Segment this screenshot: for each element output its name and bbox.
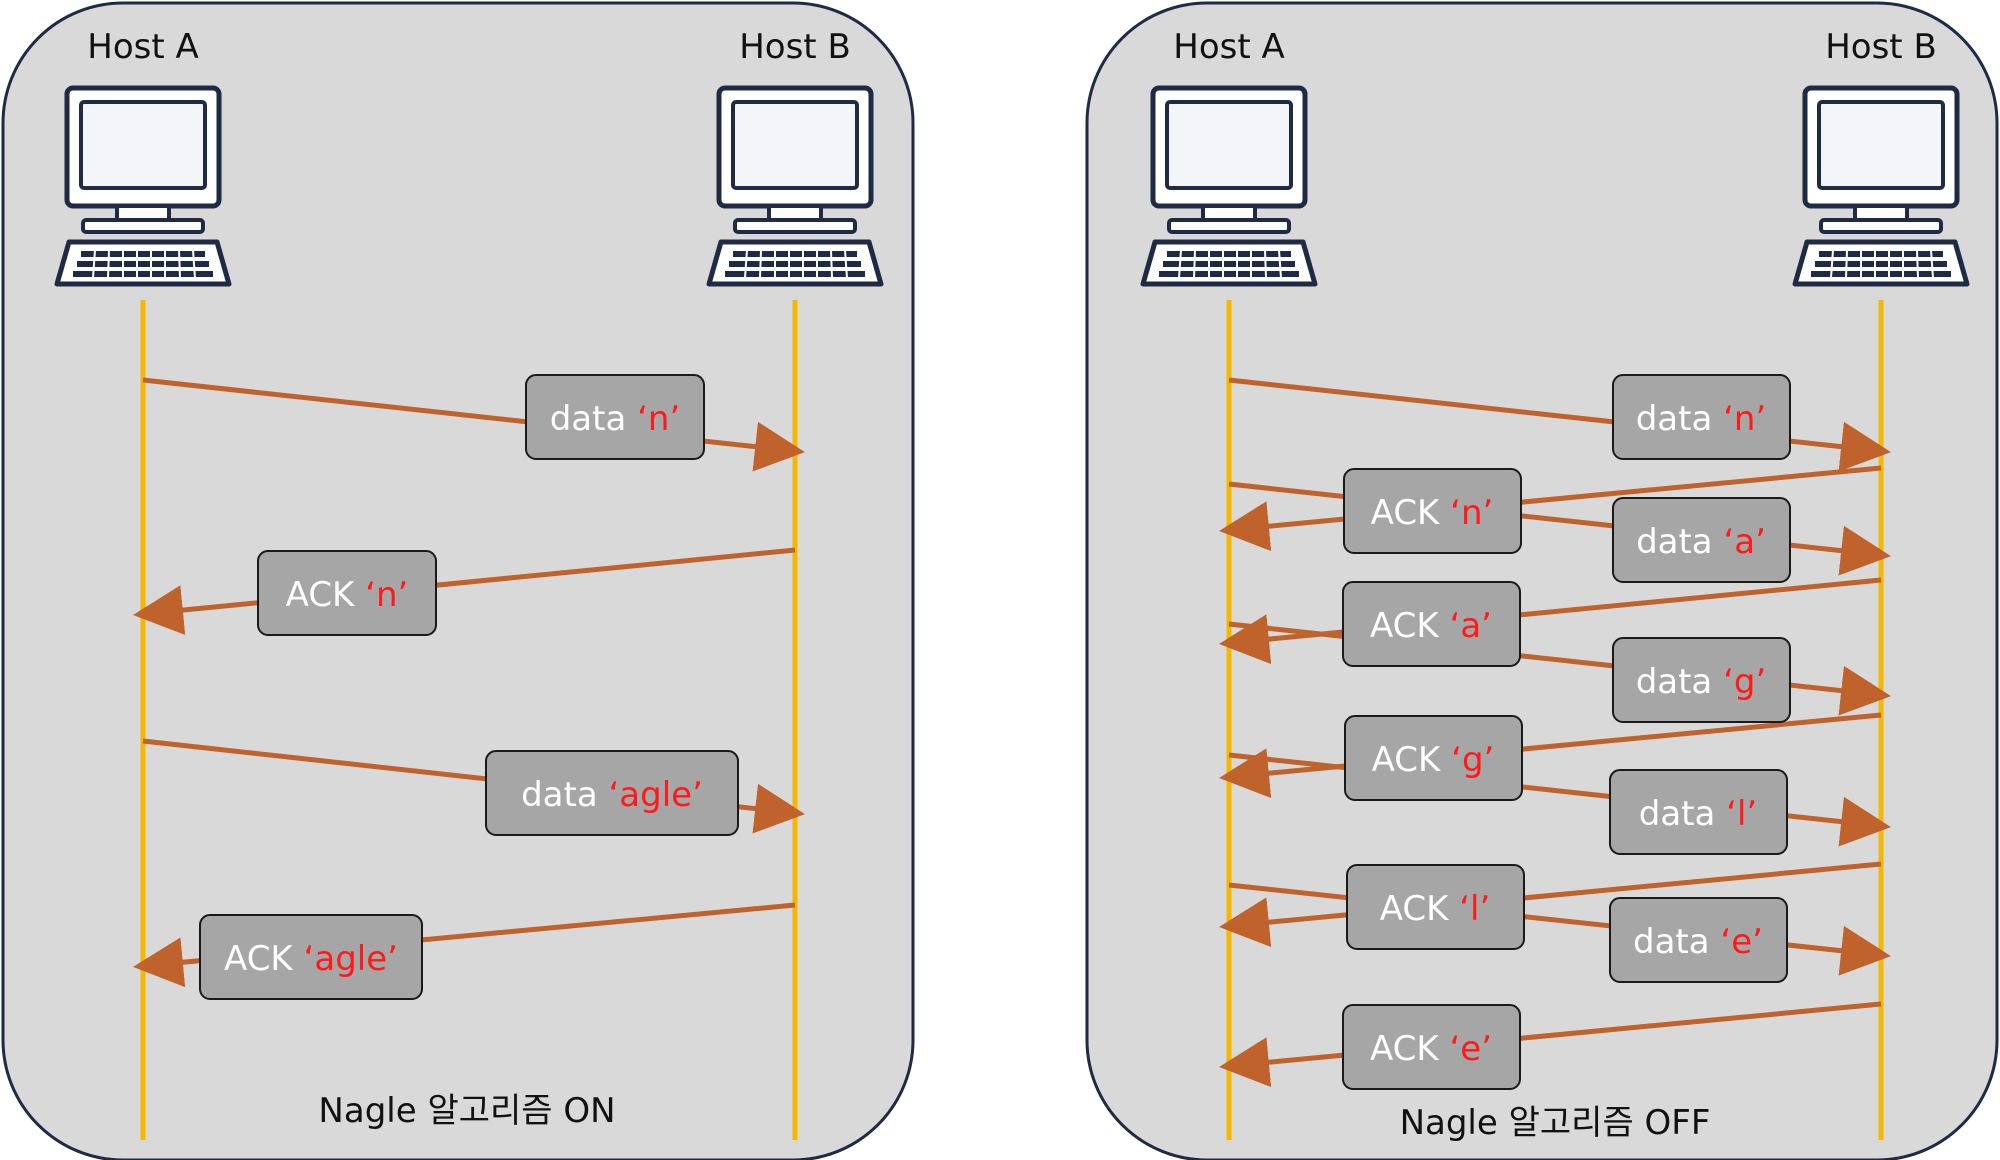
svg-text:data ‘l’: data ‘l’ — [1639, 794, 1757, 834]
message-payload: ‘n’ — [365, 575, 408, 615]
host-b-label: Host B — [1825, 27, 1937, 67]
message-payload: ‘n’ — [1450, 493, 1493, 533]
message-kind: data — [550, 399, 627, 439]
message-kind: ACK — [1370, 606, 1440, 646]
message-payload: ‘g’ — [1451, 740, 1494, 780]
message-kind: data — [1639, 794, 1716, 834]
message-box-ack-a: ACK ‘a’ — [1342, 581, 1521, 667]
message-box-data-e: data ‘e’ — [1609, 897, 1788, 983]
message-payload: ‘e’ — [1720, 922, 1763, 962]
message-kind: data — [1636, 522, 1713, 562]
message-box-data-n: data ‘n’ — [1612, 374, 1791, 460]
message-kind: ACK — [286, 575, 356, 615]
svg-text:data ‘g’: data ‘g’ — [1636, 662, 1767, 702]
message-payload: ‘g’ — [1723, 662, 1766, 702]
arrow-ack-n — [133, 547, 796, 635]
message-payload: ‘l’ — [1459, 889, 1490, 929]
svg-text:ACK ‘e’: ACK ‘e’ — [1370, 1029, 1492, 1069]
message-payload: ‘a’ — [1450, 606, 1492, 646]
message-box-ack-n: ACK ‘n’ — [1343, 468, 1522, 554]
svg-text:ACK ‘g’: ACK ‘g’ — [1372, 740, 1495, 780]
host-b-computer-icon — [1795, 88, 1967, 284]
host-b-label: Host B — [739, 27, 851, 67]
message-kind: data — [1636, 399, 1713, 439]
message-payload: ‘l’ — [1726, 794, 1757, 834]
message-box-ack-g: ACK ‘g’ — [1344, 715, 1523, 801]
host-a-computer-icon — [1143, 88, 1315, 284]
message-kind: ACK — [1380, 889, 1450, 929]
caption-nagle-on: Nagle 알고리즘 ON — [318, 1091, 615, 1131]
svg-text:data ‘a’: data ‘a’ — [1636, 522, 1766, 562]
message-box-data-l: data ‘l’ — [1609, 769, 1788, 855]
message-box-ack-agle: ACK ‘agle’ — [199, 914, 423, 1000]
message-box-data-g: data ‘g’ — [1612, 637, 1791, 723]
message-box-ack-n: ACK ‘n’ — [257, 550, 437, 636]
message-payload: ‘n’ — [1723, 399, 1766, 439]
arrow-ack-l — [1219, 861, 1882, 948]
message-payload: ‘a’ — [1723, 522, 1765, 562]
arrow-ack-a — [1219, 577, 1882, 665]
message-payload: ‘agle’ — [304, 939, 398, 979]
svg-text:data ‘n’: data ‘n’ — [1636, 399, 1767, 439]
message-kind: ACK — [224, 939, 294, 979]
message-kind: ACK — [1372, 740, 1442, 780]
svg-text:data ‘agle’: data ‘agle’ — [521, 775, 703, 815]
message-payload: ‘agle’ — [609, 775, 703, 815]
message-box-ack-l: ACK ‘l’ — [1346, 864, 1525, 950]
message-kind: ACK — [1371, 493, 1441, 533]
svg-text:ACK ‘l’: ACK ‘l’ — [1380, 889, 1491, 929]
caption-nagle-off: Nagle 알고리즘 OFF — [1400, 1103, 1711, 1143]
svg-text:ACK ‘n’: ACK ‘n’ — [1371, 493, 1494, 533]
message-kind: data — [1636, 662, 1713, 702]
svg-text:ACK ‘a’: ACK ‘a’ — [1370, 606, 1492, 646]
panel-nagle-off: Host A Host B data ‘n’ ACK — [1085, 1, 1999, 1160]
host-a-label: Host A — [1173, 27, 1284, 67]
message-kind: data — [521, 775, 598, 815]
message-box-data-n: data ‘n’ — [525, 374, 705, 460]
host-a-label: Host A — [87, 27, 198, 67]
message-kind: data — [1633, 922, 1710, 962]
svg-text:ACK ‘agle’: ACK ‘agle’ — [224, 939, 398, 979]
message-payload: ‘e’ — [1449, 1029, 1492, 1069]
message-payload: ‘n’ — [637, 399, 680, 439]
svg-text:data ‘n’: data ‘n’ — [550, 399, 681, 439]
arrow-ack-n — [1219, 465, 1882, 552]
arrow-ack-e — [1219, 1001, 1882, 1088]
host-b-computer-icon — [709, 88, 881, 284]
svg-text:ACK ‘n’: ACK ‘n’ — [286, 575, 409, 615]
panel-nagle-on: Host A Host B data ‘n’ ACK ‘n’ — [1, 1, 915, 1160]
message-box-data-a: data ‘a’ — [1612, 497, 1791, 583]
host-a-computer-icon — [57, 88, 229, 284]
panel-off-background — [1085, 1, 1999, 1160]
svg-text:data ‘e’: data ‘e’ — [1633, 922, 1763, 962]
message-box-data-agle: data ‘agle’ — [485, 750, 739, 836]
message-box-ack-e: ACK ‘e’ — [1342, 1004, 1521, 1090]
message-kind: ACK — [1370, 1029, 1440, 1069]
